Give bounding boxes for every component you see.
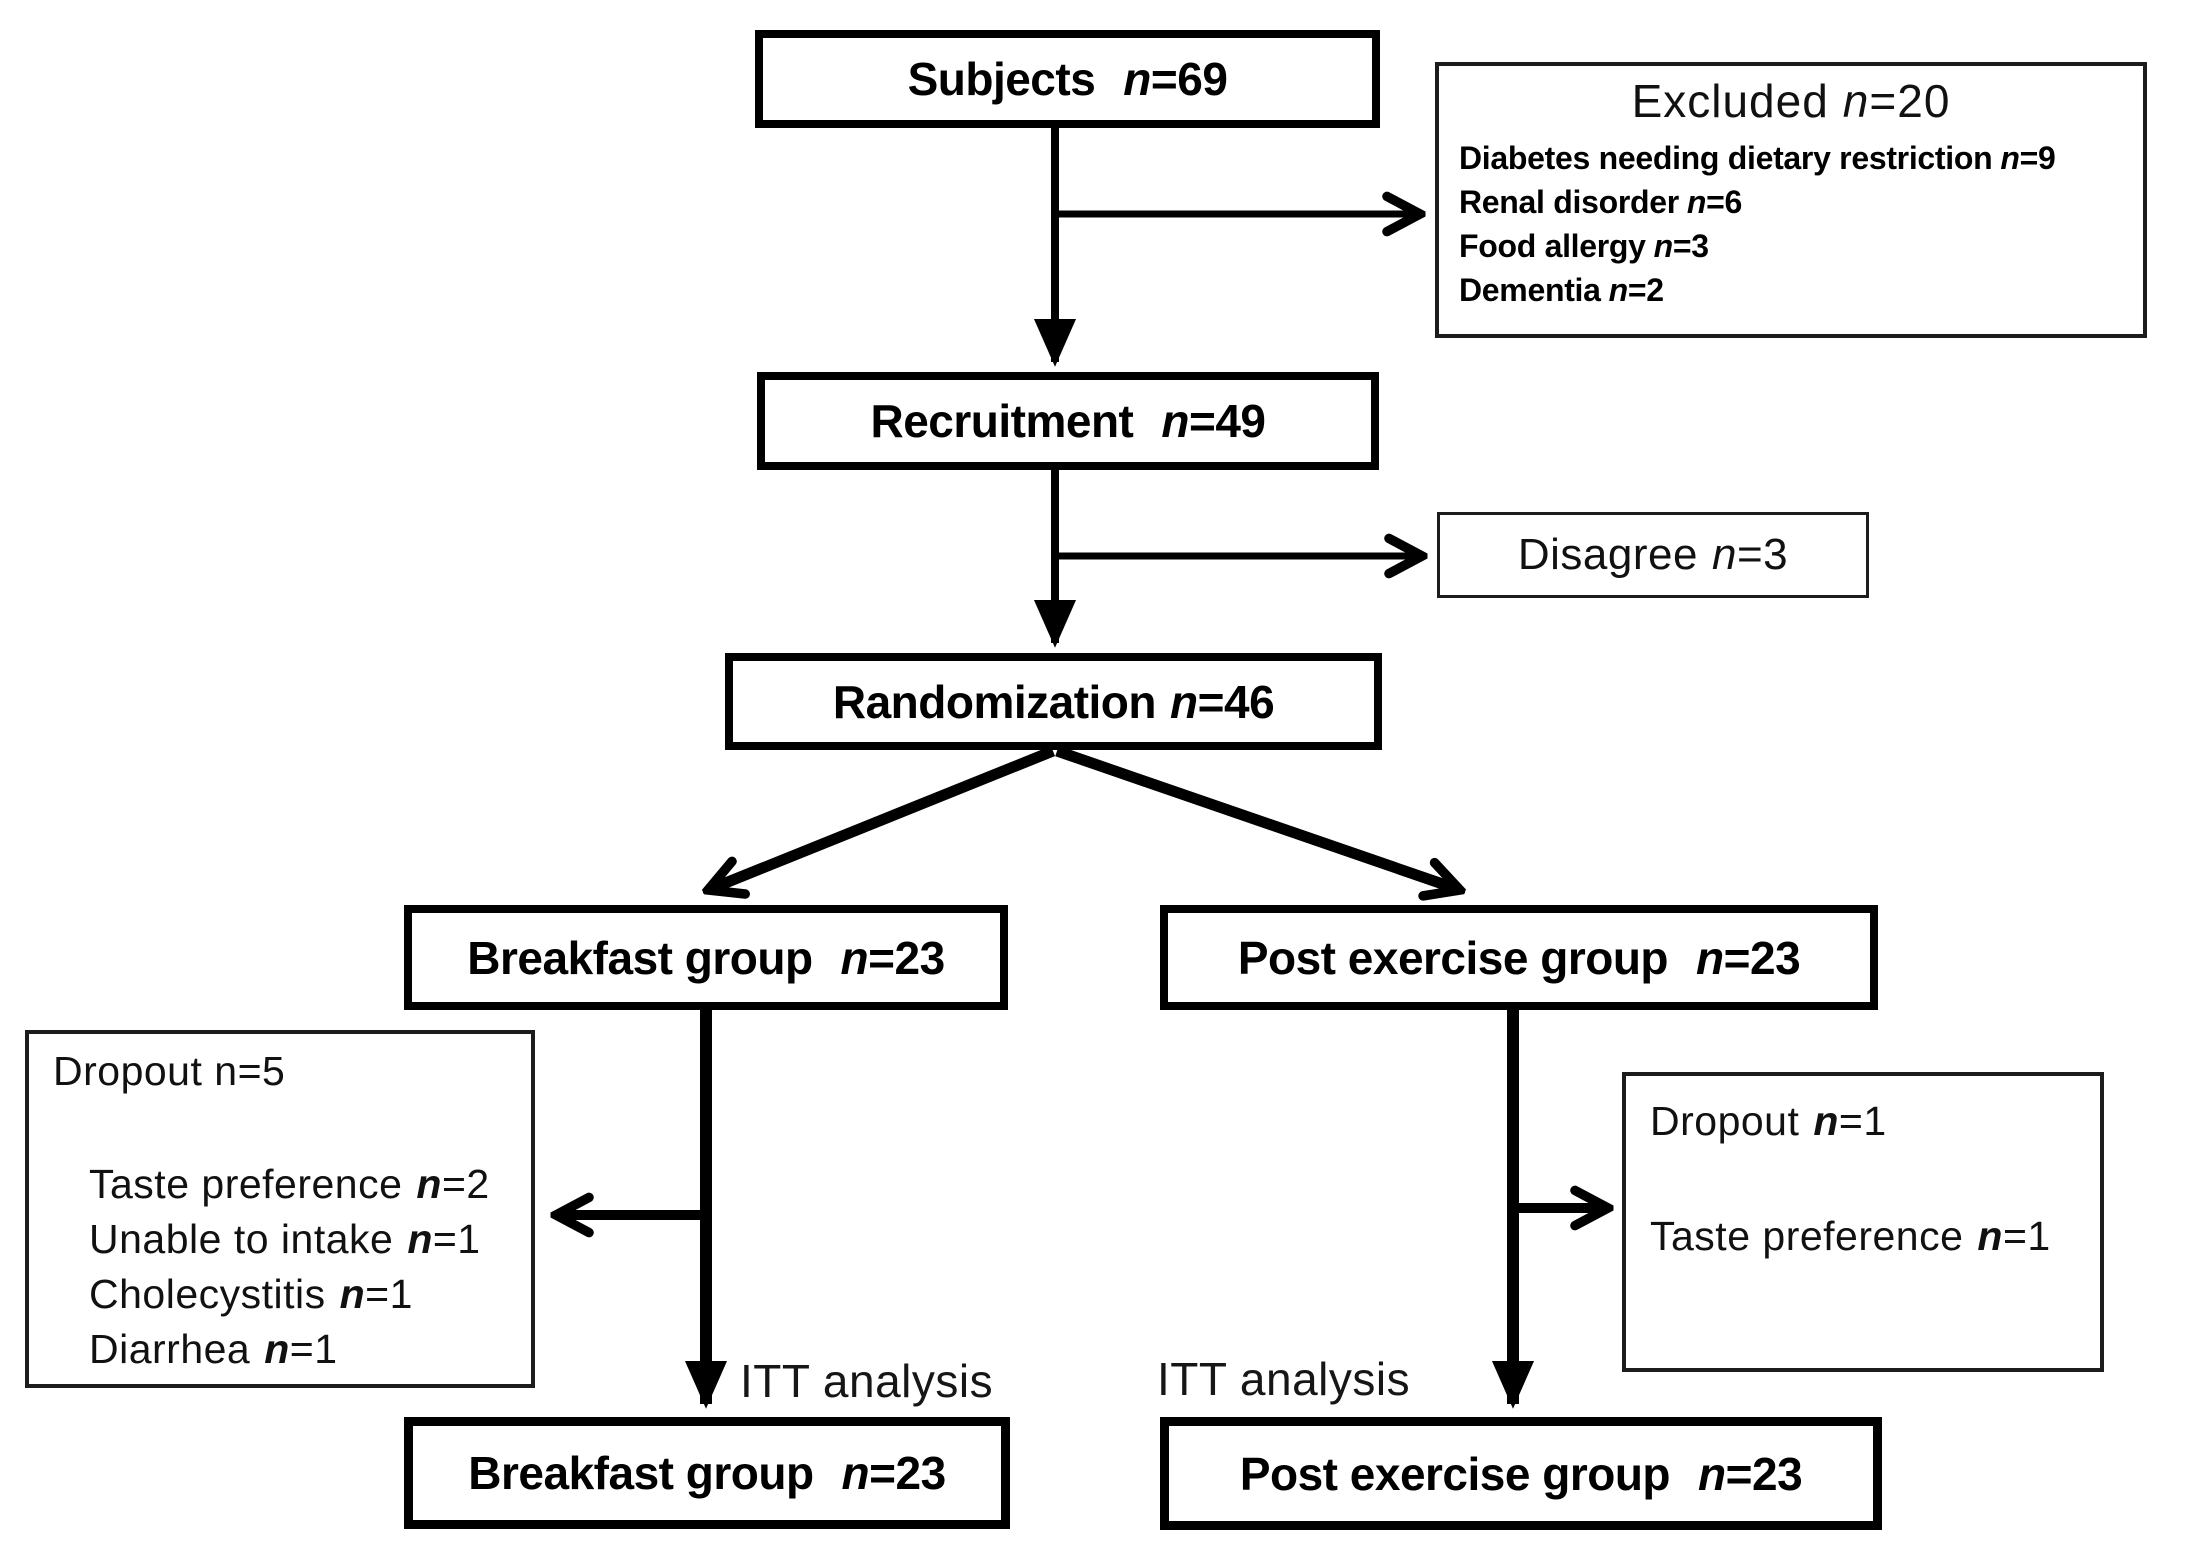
post-exercise-group-label: Post exercise group — [1237, 931, 1669, 984]
subjects-label: Subjects — [907, 53, 1096, 105]
post-exercise-group-itt-label: Post exercise group — [1239, 1447, 1671, 1500]
randomization-label: Randomization — [832, 675, 1157, 728]
disagree-label: Disagree — [1517, 530, 1698, 579]
arrow-randomization-to-post-exercise — [1055, 745, 1460, 890]
breakfast-group-label: Breakfast group — [467, 931, 813, 984]
itt-analysis-label-right: ITT analysis — [1157, 1353, 1411, 1405]
breakfast-group-itt-label: Breakfast group — [468, 1447, 814, 1499]
itt-analysis-label-left: ITT analysis — [740, 1355, 994, 1407]
dropout-left-title: Dropout n=5 — [53, 1048, 286, 1094]
arrow-randomization-to-breakfast — [708, 745, 1056, 890]
recruitment-label: Recruitment — [870, 395, 1134, 447]
